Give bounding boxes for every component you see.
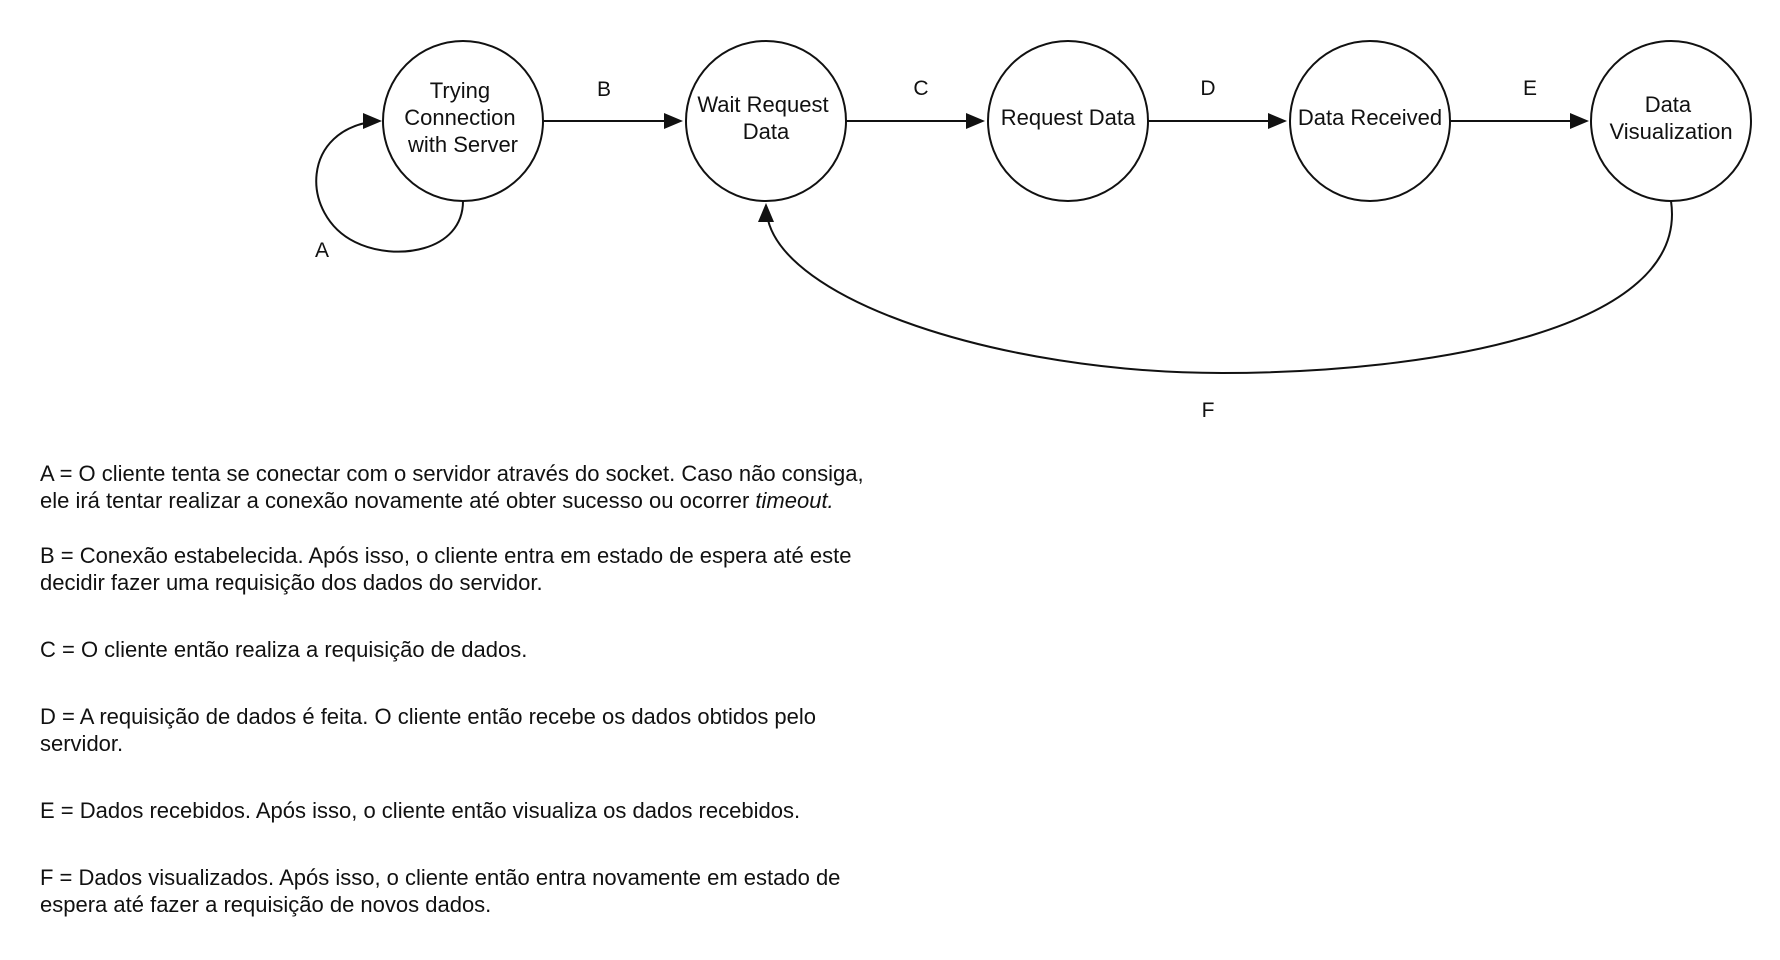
svg-text:Data Visualization: Data Visualization: [1609, 92, 1732, 144]
legend-a-emphasis: timeout.: [755, 488, 834, 513]
legend-b-line-2: decidir fazer uma requisição dos dados d…: [40, 570, 543, 595]
edge-f-return: [766, 200, 1673, 375]
edge-a-arrowhead: [363, 113, 382, 129]
state-visualization-line-1: Data: [1645, 92, 1692, 117]
legend-item-d: D = A requisição de dados é feita. O cli…: [40, 703, 920, 757]
legend-f-line-2: espera até fazer a requisição de novos d…: [40, 892, 492, 917]
state-trying-line-2: Connection: [404, 105, 515, 130]
svg-text:Wait Request Data: Wait Request Data: [697, 92, 834, 144]
edge-b-arrowhead: [664, 113, 683, 129]
legend-item-b: B = Conexão estabelecida. Após isso, o c…: [40, 542, 920, 596]
state-trying-connection: Trying Connection with Server: [382, 40, 544, 202]
legend-d-line-2: servidor.: [40, 731, 124, 756]
legend-c-line-1: C = O cliente então realiza a requisição…: [40, 637, 528, 662]
edge-d-arrowhead: [1268, 113, 1287, 129]
state-visualization-line-2: Visualization: [1609, 119, 1732, 144]
transition-legend: A = O cliente tenta se conectar com o se…: [40, 460, 920, 918]
legend-e-line-1: E = Dados recebidos. Após isso, o client…: [40, 798, 801, 823]
edge-label-d: D: [1200, 77, 1215, 100]
edge-c-arrowhead: [966, 113, 985, 129]
edge-label-a: A: [315, 239, 329, 262]
state-request-data: Request Data: [987, 40, 1149, 202]
state-data-visualization: Data Visualization: [1590, 40, 1752, 202]
svg-text:Data Received: Data Received: [1298, 105, 1442, 130]
state-trying-line-3: with Server: [407, 132, 518, 157]
state-data-received: Data Received: [1289, 40, 1451, 202]
legend-d-line-1: D = A requisição de dados é feita. O cli…: [40, 704, 817, 729]
edge-f-arrowhead: [758, 203, 774, 222]
edge-label-c: C: [913, 77, 928, 100]
legend-f-line-1: F = Dados visualizados. Após isso, o cli…: [40, 865, 841, 890]
legend-item-c: C = O cliente então realiza a requisição…: [40, 636, 920, 663]
edge-e-arrowhead: [1570, 113, 1589, 129]
legend-item-e: E = Dados recebidos. Após isso, o client…: [40, 797, 920, 824]
legend-a-line-2: ele irá tentar realizar a conexão novame…: [40, 488, 756, 513]
edge-label-b: B: [597, 78, 611, 101]
edge-a-self-loop: [315, 120, 464, 253]
legend-b-line-1: B = Conexão estabelecida. Após isso, o c…: [40, 543, 852, 568]
state-request-line-1: Request Data: [1001, 105, 1136, 130]
state-diagram: Trying Connection with Server Wait Reque…: [315, 40, 1752, 422]
edge-label-e: E: [1523, 77, 1537, 100]
legend-a-line-1: A = O cliente tenta se conectar com o se…: [40, 461, 864, 486]
legend-item-f: F = Dados visualizados. Após isso, o cli…: [40, 864, 920, 918]
state-wait-line-2: Data: [743, 119, 790, 144]
state-wait-request-data: Wait Request Data: [685, 40, 847, 202]
svg-text:Trying Connection: Trying Connection with Server: [404, 78, 521, 157]
state-trying-line-1: Trying: [430, 78, 490, 103]
edge-label-f: F: [1202, 399, 1215, 422]
state-received-line-1: Data Received: [1298, 105, 1442, 130]
state-wait-line-1: Wait Request: [697, 92, 828, 117]
svg-text:Request Data: Request Data: [1001, 105, 1136, 130]
legend-item-a: A = O cliente tenta se conectar com o se…: [40, 460, 920, 514]
